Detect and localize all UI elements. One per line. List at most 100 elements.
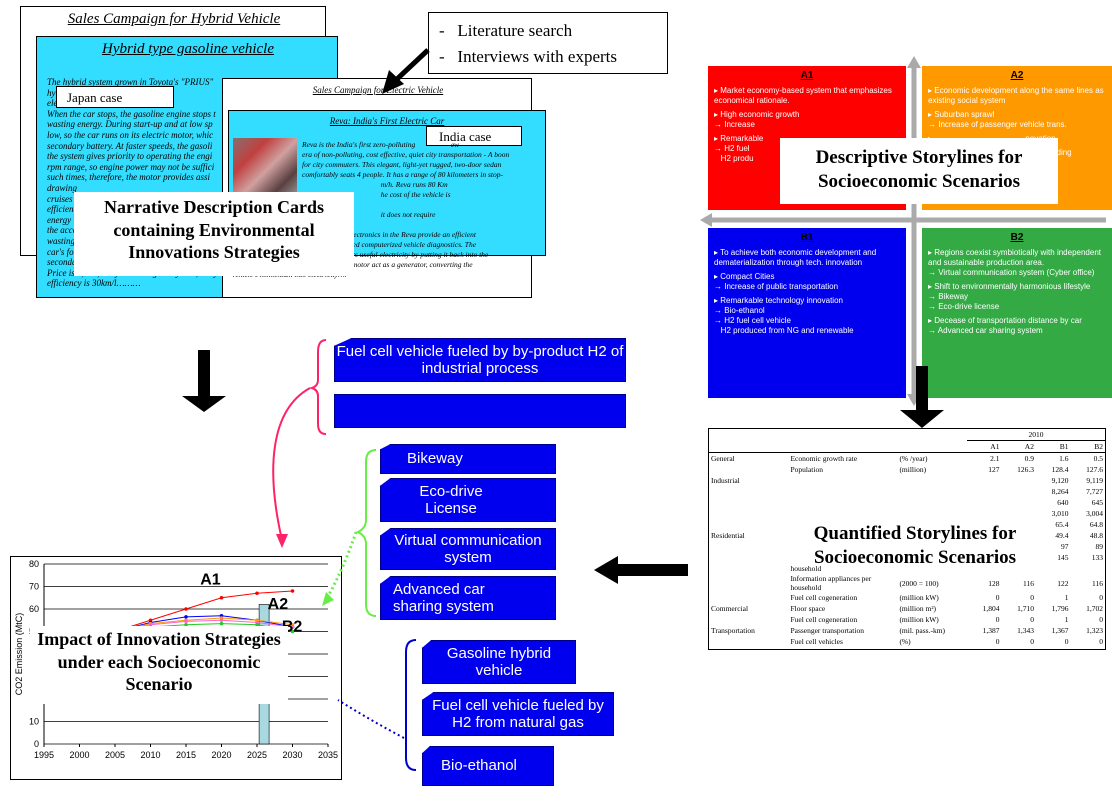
table-cell-value: 116 (1092, 578, 1103, 588)
table-cell-value: 1,343 (1017, 626, 1034, 635)
series-point (290, 625, 295, 629)
table-cell-value: 8,264 (1051, 487, 1069, 496)
quadrant-item: ▸ High economic growth → Increase (714, 109, 800, 129)
table-cell-value: 1,387 (982, 626, 1000, 635)
japan-card-body: The hybrid system grown in Toyota's "PRI… (47, 77, 337, 289)
arrow-descriptive-to-table (900, 366, 944, 428)
quadrant-item: ▸ Suburban sprawl → Increase of passenge… (928, 109, 1067, 129)
table-cell-value: 127 (988, 465, 1000, 474)
series-point (255, 622, 259, 627)
japan-body-line: The hybrid system grown in Toyota's "PRI… (47, 77, 214, 87)
series-line (114, 617, 293, 632)
box-blank (334, 394, 626, 428)
table-cell-value: 49.4 (1055, 531, 1069, 540)
y-tick-label: 80 (29, 559, 39, 569)
india-card-bottom (228, 110, 546, 256)
table-cell-value: 506 (1070, 647, 1105, 649)
india-card-title: Sales Campaign for Electric Vehicle (312, 85, 444, 95)
series-point (219, 621, 224, 626)
box-fuel-byproduct: Fuel cell vehicle fueled by by-product H… (334, 338, 626, 382)
table-row: household (709, 563, 1105, 574)
table-cell-value: 1,804 (982, 604, 1000, 613)
y-tick-label: 70 (29, 582, 39, 592)
series-point (184, 619, 188, 624)
table-cell-value: 128.4 (1051, 465, 1069, 474)
x-tick-label: 2025 (247, 750, 267, 760)
table-cell-value: 0 (1030, 615, 1034, 624)
box-carsharing: Advanced car sharing system (380, 576, 556, 620)
table-cell-sector: General (711, 454, 735, 463)
quadrant-b2: B2 ▸ Regions coexist symbiotically with … (922, 228, 1112, 398)
quadrant-item: ▸ Shift to environmentally harmonious li… (928, 281, 1091, 311)
series-point (184, 615, 188, 619)
arrow-b2-dotted (324, 531, 358, 601)
table-cell-value: 48.8 (1089, 531, 1103, 540)
series-line (114, 590, 293, 632)
method-item-1: - Literature search (439, 21, 573, 40)
table-cell-item: household (790, 564, 822, 573)
table-cell-value: 145 (1057, 553, 1069, 562)
table-cell-value: 9,120 (1051, 476, 1069, 485)
quadrant-item: ▸ Regions coexist symbiotically with ind… (928, 247, 1101, 277)
bracket-b2 (355, 449, 377, 617)
table-cell-value: 1,710 (1017, 604, 1034, 613)
table-cell-unit: (million kW) (899, 615, 939, 624)
table-cell-value: 126.3 (1017, 465, 1034, 474)
table-year-header: 2010 (966, 429, 1105, 441)
table-cell-item: Fuel cell cogeneration (790, 615, 858, 624)
table-cell-value: 0 (1099, 637, 1103, 646)
japan-body-line: secondary battery. At faster speeds, the… (47, 140, 213, 151)
table-cell-value: 0 (995, 615, 1000, 624)
table-cell-value: 89 (1095, 542, 1104, 551)
y-tick-label: 60 (29, 604, 39, 614)
table-cell-value: 1,702 (1086, 604, 1103, 613)
series-label-a1: A1 (200, 571, 221, 588)
quadrant-item: ▸ To achieve both economic development a… (714, 247, 879, 267)
y-axis-label: CO2 Emission (MtC) (14, 613, 24, 696)
y-tick-label: 10 (29, 717, 39, 727)
table-cell-value: 2.1 (990, 454, 1000, 463)
box-hybrid: Gasoline hybrid vehicle (422, 640, 576, 684)
series-point (184, 607, 188, 611)
table-cell-value: 3,004 (1086, 509, 1103, 518)
box-ecodrive: Eco-drive License (380, 478, 556, 522)
arrow-method-to-cards (382, 48, 430, 94)
table-cell-value: 0 (1099, 593, 1103, 602)
x-tick-label: 2035 (318, 750, 338, 760)
table-cell-unit: (mil. pass.-km) (899, 626, 946, 635)
india-body-line: for city commuters. This elegant, light-… (302, 160, 502, 169)
table-cell-value: 3,010 (1051, 509, 1069, 518)
table-cell-unit: (million m²) (899, 604, 937, 613)
method-item-2: - Interviews with experts (439, 47, 617, 66)
table-cell-value: 65.4 (1055, 520, 1069, 529)
x-tick-label: 2030 (282, 750, 302, 760)
table-cell-item: Passenger transportation (790, 626, 864, 635)
japan-body-line: drawing (47, 182, 78, 193)
japan-case-label: Japan case (56, 86, 174, 108)
table-cell-item: Fuel cell cogeneration (790, 593, 858, 602)
quadrant-b1: B1 ▸ To achieve both economic developmen… (708, 228, 906, 398)
table-cell-unit: (% /year) (899, 454, 928, 463)
arrow-b1-dotted (337, 699, 405, 739)
series-point (290, 589, 295, 593)
india-body-line: Reva is the India's first zero-polluting… (302, 140, 460, 149)
x-tick-label: 2015 (176, 750, 196, 760)
india-case-label: India case (426, 126, 522, 146)
reva-car-photo (233, 138, 297, 194)
india-card-front-body: Reva: India's First Electric Car (228, 110, 546, 256)
india-body-line: era of non-polluting, cost effective, qu… (302, 150, 510, 159)
table-cell-value: 9,119 (1086, 476, 1103, 485)
quadrant-item: ▸ Decease of transportation distance by … (928, 315, 1082, 335)
japan-body-line: efficienc (47, 204, 78, 215)
x-tick-label: 2010 (140, 750, 160, 760)
